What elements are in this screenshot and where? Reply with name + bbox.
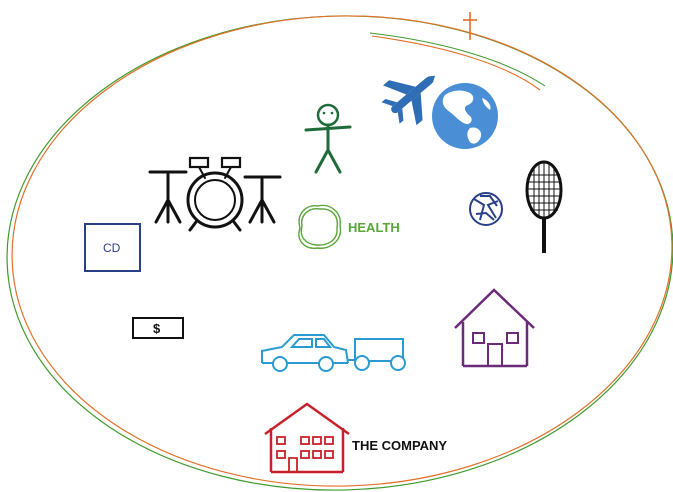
globe-icon <box>432 83 498 149</box>
health-label: HEALTH <box>348 220 400 235</box>
company-label: THE COMPANY <box>352 438 447 453</box>
car-with-trailer-icon <box>261 334 406 372</box>
airplane-icon <box>381 75 435 126</box>
dollar-bill-icon <box>132 317 184 339</box>
boundary-ellipse <box>6 15 673 491</box>
cd-label: CD <box>103 241 121 255</box>
tennis-racket-icon <box>525 160 563 253</box>
cross-icon <box>463 12 477 40</box>
tennis-ball-icon <box>469 192 503 226</box>
health-wreath-icon <box>298 204 342 249</box>
cd-box-icon <box>84 223 141 272</box>
dollar-label: $ <box>153 321 161 336</box>
person-icon <box>304 103 352 174</box>
drum-kit-icon <box>148 156 282 232</box>
house-icon <box>454 288 535 368</box>
company-building-icon <box>264 402 350 474</box>
